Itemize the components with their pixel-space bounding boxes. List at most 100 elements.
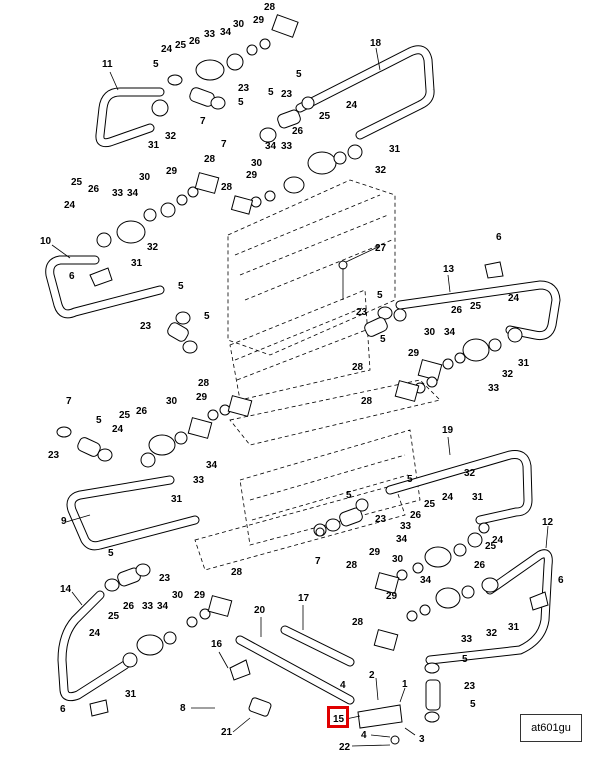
callout-22: 22 xyxy=(339,742,351,753)
callout-29: 29 xyxy=(166,166,178,177)
callout-25: 25 xyxy=(319,111,331,122)
leader-lines xyxy=(51,47,549,747)
callout-25: 25 xyxy=(470,301,482,312)
callout-24: 24 xyxy=(492,535,504,546)
callout-7: 7 xyxy=(315,556,321,567)
callout-6: 6 xyxy=(496,232,502,243)
callout-32: 32 xyxy=(486,628,498,639)
callout-32: 32 xyxy=(502,369,514,380)
callout-31: 31 xyxy=(472,492,484,503)
callout-30: 30 xyxy=(251,158,263,169)
callout-labels: 28 29 30 34 33 26 25 24 18 11 5 5 23 5 7… xyxy=(40,2,564,753)
callout-28: 28 xyxy=(352,617,364,628)
callout-30: 30 xyxy=(172,590,184,601)
callout-30: 30 xyxy=(392,554,404,565)
callout-24: 24 xyxy=(508,293,520,304)
callout-5: 5 xyxy=(296,69,302,80)
callout-23: 23 xyxy=(48,450,60,461)
callout-23: 23 xyxy=(464,681,476,692)
callout-34: 34 xyxy=(444,327,456,338)
callout-28: 28 xyxy=(198,378,210,389)
callout-33: 33 xyxy=(112,188,124,199)
callout-14: 14 xyxy=(60,584,72,595)
coolant-tubes xyxy=(45,45,561,705)
callout-20: 20 xyxy=(254,605,266,616)
callout-6: 6 xyxy=(69,271,75,282)
callout-28: 28 xyxy=(264,2,276,13)
callout-31: 31 xyxy=(389,144,401,155)
callout-26: 26 xyxy=(292,126,304,137)
callout-26: 26 xyxy=(123,601,135,612)
callout-29: 29 xyxy=(246,170,258,181)
callout-1: 1 xyxy=(402,679,408,690)
callout-29: 29 xyxy=(194,590,206,601)
callout-29: 29 xyxy=(253,15,265,26)
callout-23: 23 xyxy=(238,83,250,94)
callout-31: 31 xyxy=(131,258,143,269)
callout-15: 15 xyxy=(333,714,345,725)
callout-5: 5 xyxy=(407,474,413,485)
callout-24: 24 xyxy=(161,44,173,55)
callout-23: 23 xyxy=(281,89,293,100)
callout-2: 2 xyxy=(369,670,375,681)
callout-23: 23 xyxy=(356,307,368,318)
callout-34: 34 xyxy=(127,188,139,199)
callout-18: 18 xyxy=(370,38,382,49)
callout-32: 32 xyxy=(147,242,159,253)
callout-23: 23 xyxy=(159,573,171,584)
callout-32: 32 xyxy=(375,165,387,176)
callout-26: 26 xyxy=(189,36,201,47)
callout-34: 34 xyxy=(220,27,232,38)
callout-33: 33 xyxy=(281,141,293,152)
callout-25: 25 xyxy=(71,177,83,188)
engine-block-outline xyxy=(194,179,441,571)
callout-24: 24 xyxy=(64,200,76,211)
callout-5: 5 xyxy=(178,281,184,292)
callout-31: 31 xyxy=(508,622,520,633)
callout-29: 29 xyxy=(386,591,398,602)
callout-26: 26 xyxy=(410,510,422,521)
callout-25: 25 xyxy=(175,40,187,51)
callout-17: 17 xyxy=(298,593,310,604)
callout-33: 33 xyxy=(204,29,216,40)
callout-25: 25 xyxy=(119,410,131,421)
callout-5: 5 xyxy=(268,87,274,98)
callout-3: 3 xyxy=(419,734,425,745)
component-parts xyxy=(56,14,549,745)
callout-19: 19 xyxy=(442,425,454,436)
callout-5: 5 xyxy=(470,699,476,710)
callout-7: 7 xyxy=(200,116,206,127)
callout-25: 25 xyxy=(108,611,120,622)
callout-33: 33 xyxy=(400,521,412,532)
callout-33: 33 xyxy=(142,601,154,612)
callout-5: 5 xyxy=(108,548,114,559)
callout-27: 27 xyxy=(375,243,387,254)
callout-23: 23 xyxy=(375,514,387,525)
callout-21: 21 xyxy=(221,727,233,738)
callout-7: 7 xyxy=(66,396,72,407)
callout-5: 5 xyxy=(377,290,383,301)
callout-30: 30 xyxy=(139,172,151,183)
figure-reference-box: at601gu xyxy=(520,714,582,742)
callout-10: 10 xyxy=(40,236,52,247)
callout-28: 28 xyxy=(346,560,358,571)
callout-5: 5 xyxy=(238,97,244,108)
callout-6: 6 xyxy=(558,575,564,586)
callout-5: 5 xyxy=(380,334,386,345)
callout-31: 31 xyxy=(518,358,530,369)
callout-30: 30 xyxy=(233,19,245,30)
callout-24: 24 xyxy=(442,492,454,503)
callout-26: 26 xyxy=(451,305,463,316)
callout-34: 34 xyxy=(265,141,277,152)
callout-32: 32 xyxy=(165,131,177,142)
callout-28: 28 xyxy=(204,154,216,165)
callout-25: 25 xyxy=(424,499,436,510)
callout-5: 5 xyxy=(204,311,210,322)
callout-4: 4 xyxy=(340,680,346,691)
callout-29: 29 xyxy=(408,348,420,359)
callout-9: 9 xyxy=(61,516,67,527)
callout-26: 26 xyxy=(88,184,100,195)
callout-5: 5 xyxy=(346,490,352,501)
callout-33: 33 xyxy=(488,383,500,394)
